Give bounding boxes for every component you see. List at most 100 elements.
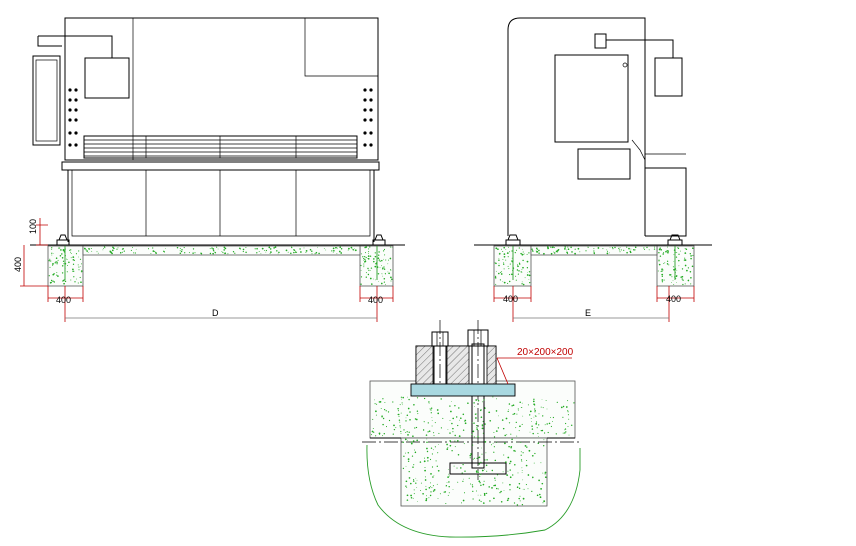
concrete-speckle xyxy=(533,403,535,406)
concrete-speckle xyxy=(585,250,587,252)
concrete-speckle xyxy=(348,247,350,250)
concrete-speckle xyxy=(522,283,525,286)
concrete-speckle xyxy=(86,250,88,252)
concrete-speckle xyxy=(194,252,196,254)
concrete-speckle xyxy=(497,427,500,429)
concrete-speckle xyxy=(62,260,65,262)
concrete-speckle xyxy=(546,423,548,425)
concrete-speckle xyxy=(446,448,448,450)
concrete-speckle xyxy=(256,247,258,250)
concrete-speckle xyxy=(544,424,546,426)
concrete-speckle xyxy=(273,247,275,249)
concrete-speckle xyxy=(684,248,686,250)
concrete-speckle xyxy=(485,464,488,467)
concrete-speckle xyxy=(410,482,412,485)
concrete-speckle xyxy=(338,250,341,253)
concrete-speckle xyxy=(410,496,413,499)
concrete-speckle xyxy=(51,281,53,283)
concrete-speckle xyxy=(681,278,683,280)
concrete-speckle xyxy=(382,435,384,437)
concrete-speckle xyxy=(500,273,503,275)
concrete-speckle xyxy=(522,497,525,500)
concrete-speckle xyxy=(513,449,515,452)
concrete-speckle xyxy=(419,461,422,463)
concrete-speckle xyxy=(232,251,235,253)
concrete-speckle xyxy=(503,246,506,249)
concrete-speckle xyxy=(619,251,621,253)
concrete-speckle xyxy=(405,420,407,422)
concrete-speckle xyxy=(416,479,418,481)
concrete-speckle xyxy=(663,269,664,271)
concrete-speckle xyxy=(682,283,684,286)
concrete-speckle xyxy=(391,247,393,248)
concrete-speckle xyxy=(374,263,377,265)
side-view: 400 400 E xyxy=(474,17,712,322)
upper-beam xyxy=(83,135,358,159)
concrete-speckle xyxy=(475,470,478,472)
concrete-speckle xyxy=(632,249,635,251)
concrete-speckle xyxy=(432,485,434,487)
concrete-speckle xyxy=(471,433,473,436)
concrete-speckle xyxy=(526,274,529,276)
concrete-speckle xyxy=(389,246,391,248)
concrete-speckle xyxy=(564,248,566,250)
concrete-speckle xyxy=(61,253,63,255)
concrete-speckle xyxy=(521,467,523,469)
concrete-speckle xyxy=(90,248,92,249)
concrete-speckle xyxy=(433,489,436,491)
concrete-speckle xyxy=(681,275,684,278)
concrete-speckle xyxy=(514,450,516,452)
concrete-speckle xyxy=(488,411,491,414)
concrete-speckle xyxy=(290,252,292,255)
concrete-speckle xyxy=(426,441,428,443)
concrete-speckle xyxy=(543,445,545,447)
side-foundation xyxy=(474,244,712,287)
concrete-speckle xyxy=(447,447,449,449)
concrete-speckle xyxy=(296,251,298,253)
concrete-speckle xyxy=(524,277,526,279)
concrete-speckle xyxy=(660,270,662,273)
concrete-speckle xyxy=(483,469,485,470)
concrete-speckle xyxy=(372,278,374,280)
concrete-speckle xyxy=(403,429,405,431)
concrete-speckle xyxy=(567,246,569,248)
concrete-speckle xyxy=(188,252,190,254)
concrete-speckle xyxy=(66,259,68,261)
concrete-speckle xyxy=(683,259,686,261)
concrete-speckle xyxy=(384,254,386,256)
concrete-speckle xyxy=(435,460,437,462)
concrete-speckle xyxy=(311,250,313,252)
concrete-speckle xyxy=(511,273,513,276)
concrete-speckle xyxy=(462,499,465,502)
concrete-speckle xyxy=(331,250,333,252)
concrete-speckle xyxy=(489,419,492,422)
concrete-speckle xyxy=(521,470,523,471)
concrete-speckle xyxy=(385,426,388,428)
concrete-speckle xyxy=(567,411,569,413)
concrete-speckle xyxy=(658,259,660,261)
concrete-speckle xyxy=(84,247,86,250)
concrete-speckle xyxy=(332,247,335,250)
concrete-speckle xyxy=(96,251,98,253)
concrete-speckle xyxy=(363,265,365,267)
concrete-speckle xyxy=(384,402,386,403)
concrete-speckle xyxy=(657,270,659,272)
concrete-speckle xyxy=(428,497,430,499)
concrete-speckle xyxy=(495,270,497,272)
concrete-speckle xyxy=(375,262,377,264)
concrete-speckle xyxy=(618,249,620,251)
concrete-speckle xyxy=(611,247,614,249)
concrete-speckle xyxy=(661,270,663,272)
concrete-speckle xyxy=(663,279,665,281)
concrete-speckle xyxy=(295,251,297,254)
concrete-speckle xyxy=(135,248,137,250)
concrete-speckle xyxy=(181,249,183,251)
concrete-speckle xyxy=(180,250,183,253)
concrete-speckle xyxy=(408,470,410,473)
side-dim-400-right: 400 xyxy=(666,294,681,304)
concrete-speckle xyxy=(469,483,472,485)
concrete-speckle xyxy=(72,258,75,261)
concrete-speckle xyxy=(506,252,509,254)
concrete-speckle xyxy=(502,259,504,261)
concrete-speckle xyxy=(260,253,262,255)
